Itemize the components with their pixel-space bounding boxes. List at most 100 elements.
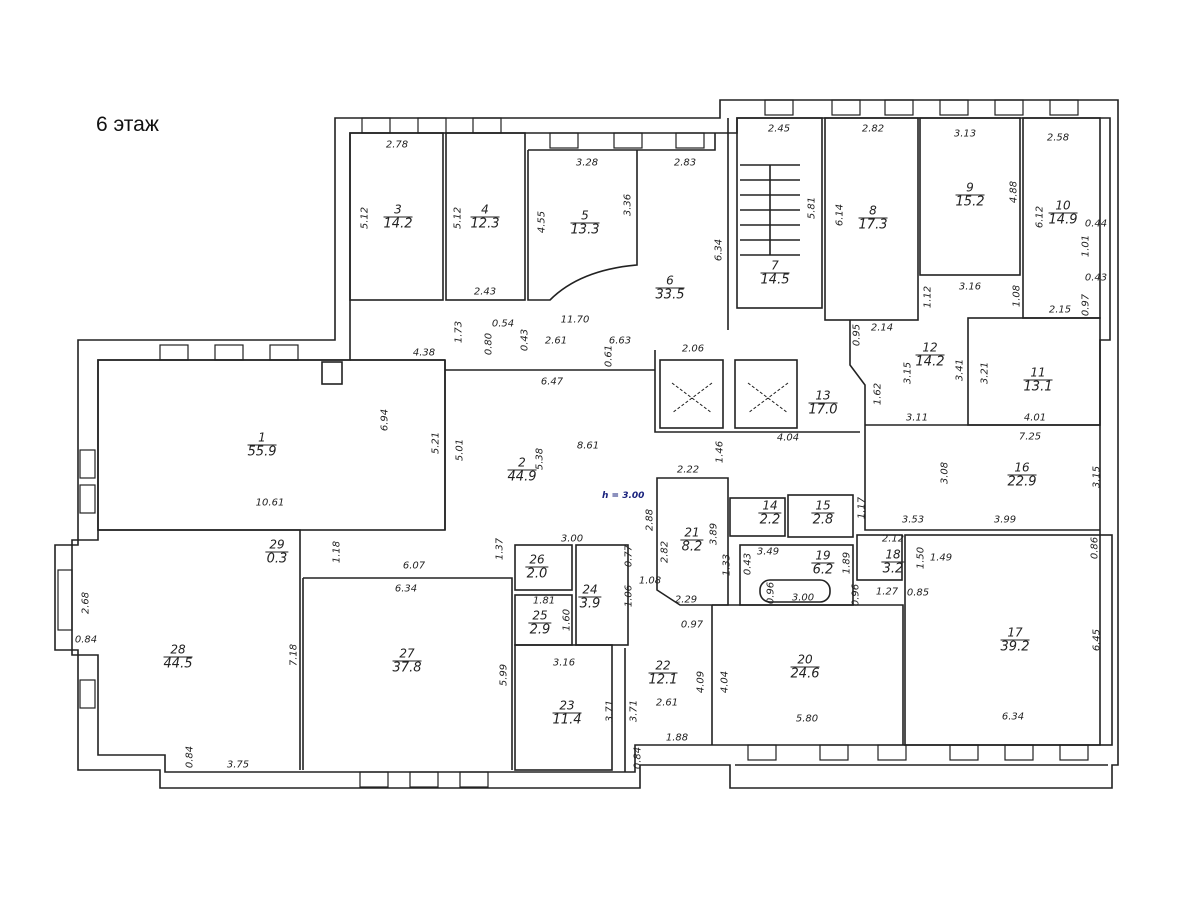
room-area: 8.2 (681, 539, 703, 555)
dimension-label: 0.44 (1084, 218, 1108, 230)
room-number: 19 (811, 550, 835, 564)
dimension-label: 4.04 (776, 432, 800, 444)
dimension-label: 0.43 (519, 328, 531, 352)
dimension-label: 2.06 (681, 343, 705, 355)
room-area: 3.2 (882, 561, 904, 577)
room-area: 17.0 (808, 402, 838, 418)
dimension-label: 6.34 (394, 583, 418, 595)
dimension-label: 3.00 (560, 533, 584, 545)
dimension-label: 4.38 (412, 347, 436, 359)
dimension-label: 6.47 (540, 376, 564, 388)
room-area: 14.2 (383, 216, 413, 232)
dimension-label: 6.45 (1091, 628, 1103, 652)
dimension-label: 4.55 (536, 210, 548, 234)
dimension-label: 10.61 (255, 497, 285, 509)
room-area: 14.2 (915, 354, 945, 370)
dimension-label: 0.97 (1080, 293, 1092, 317)
dimension-label: 3.11 (905, 412, 929, 424)
dimension-label: 2.12 (881, 533, 905, 545)
room-number: 26 (525, 554, 549, 568)
dimension-label: 1.49 (929, 552, 953, 564)
room-area: 55.9 (247, 444, 277, 460)
room-area: 14.9 (1048, 212, 1078, 228)
room-number: 3 (383, 204, 413, 218)
dimension-label: 2.68 (80, 591, 92, 615)
dimension-label: 1.81 (532, 595, 556, 607)
dimension-label: 1.06 (623, 584, 635, 608)
room-number: 13 (808, 390, 838, 404)
room-number: 18 (881, 549, 905, 563)
room-number: 21 (680, 527, 704, 541)
room-area: 15.2 (955, 194, 985, 210)
room-area: 12.3 (470, 216, 500, 232)
room-number: 14 (758, 500, 782, 514)
dimension-label: 6.12 (1034, 205, 1046, 229)
dimension-label: 2.83 (673, 157, 697, 169)
room-number: 5 (570, 210, 600, 224)
room-number: 25 (528, 610, 552, 624)
room-number: 24 (578, 584, 602, 598)
dimension-label: 4.01 (1023, 412, 1047, 424)
room-area: 39.2 (1000, 639, 1030, 655)
room-area: 2.2 (759, 512, 781, 528)
dimension-label: 3.28 (575, 157, 599, 169)
dimension-label: 3.00 (791, 592, 815, 604)
dimension-label: 0.84 (74, 634, 98, 646)
dimension-label: 1.17 (856, 496, 868, 520)
dimension-label: 2.82 (861, 123, 885, 135)
room-area: 44.5 (163, 656, 193, 672)
dimension-label: 5.81 (806, 196, 818, 220)
room-number: 4 (470, 204, 500, 218)
dimension-label: 3.71 (628, 699, 640, 723)
dimension-label: 0.84 (632, 746, 644, 770)
dimension-label: 0.61 (603, 344, 615, 368)
dimension-label: 6.94 (379, 408, 391, 432)
room-number: 16 (1007, 462, 1037, 476)
dimension-label: 0.86 (1089, 536, 1101, 560)
dimension-label: 2.43 (473, 286, 497, 298)
dimension-label: 4.09 (695, 670, 707, 694)
dimension-label: 3.08 (939, 461, 951, 485)
room-number: 11 (1023, 367, 1053, 381)
dimension-label: 7.25 (1018, 431, 1042, 443)
room-number: 28 (163, 644, 193, 658)
dimension-label: 5.01 (454, 438, 466, 462)
room-number: 7 (760, 260, 790, 274)
dimension-label: 2.61 (655, 697, 679, 709)
dimension-label: 4.04 (719, 670, 731, 694)
floor-title: 6 этаж (96, 113, 159, 136)
dimension-label: 2.78 (385, 139, 409, 151)
room-area: 2.8 (812, 512, 834, 528)
room-area: 0.3 (266, 551, 288, 567)
dimension-label: 1.46 (714, 440, 726, 464)
dimension-label: 0.85 (906, 587, 930, 599)
room-area: 3.9 (579, 596, 601, 612)
dimension-label: 1.62 (872, 382, 884, 406)
room-number: 9 (955, 182, 985, 196)
room-area: 13.3 (570, 222, 600, 238)
dimension-label: 0.84 (184, 745, 196, 769)
dimension-label: 1.50 (915, 546, 927, 570)
dimension-label: 3.75 (226, 759, 250, 771)
dimension-label: 3.15 (902, 361, 914, 385)
dimension-label: 11.70 (560, 314, 590, 326)
dimension-label: 2.82 (659, 540, 671, 564)
room-area: 37.8 (392, 660, 422, 676)
room-area: 2.9 (529, 622, 551, 638)
dimension-label: 4.88 (1008, 180, 1020, 204)
dimension-label: 0.43 (742, 552, 754, 576)
